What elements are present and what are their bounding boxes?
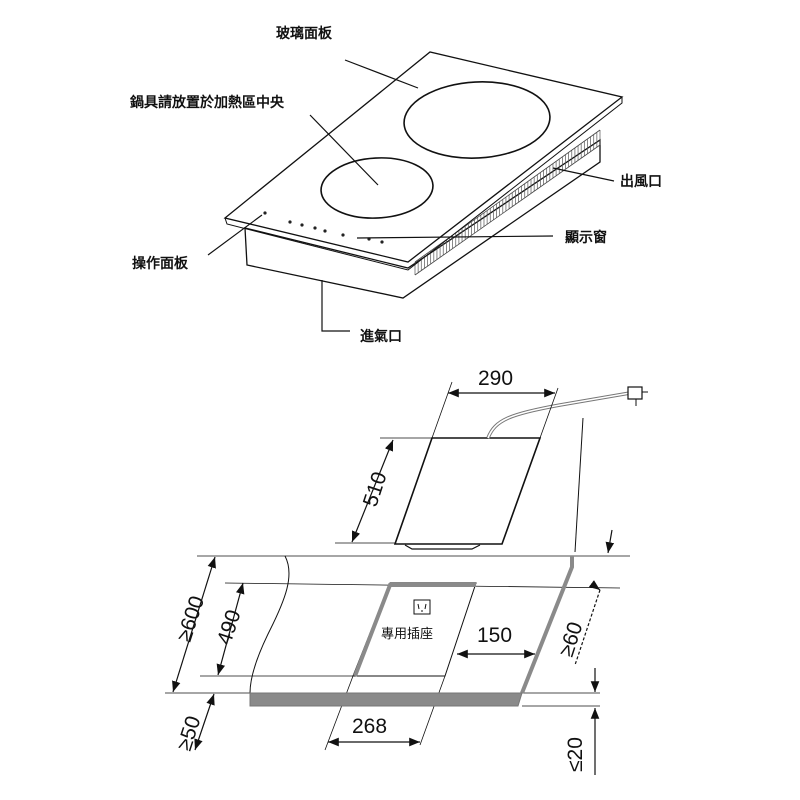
cooktop-illustration [223,51,624,299]
label-glass-panel: 玻璃面板 [276,25,333,42]
plug-icon [627,386,648,406]
counter-left-edge [249,555,290,694]
control-buttons [263,211,384,244]
dim-depth: 510 [359,469,392,509]
wall-line [574,417,584,553]
dim-width: 290 [478,367,513,390]
power-cord [486,391,631,439]
dim-cutout-width: 268 [352,715,387,738]
label-control-panel: 操作面板 [132,255,189,272]
dim-socket-gap: 150 [477,624,512,647]
installation-drawing [165,381,648,775]
counter-front-edge [249,692,523,707]
large-burner [403,81,551,159]
counter-right-edge [520,556,574,694]
vent-slats [414,130,601,275]
dim-counter-depth: ≥600 [173,593,209,644]
leader-lines [207,59,615,332]
dim-rear-margin: ≥60 [555,619,588,659]
small-burner [320,157,434,219]
socket-label: 專用插座 [381,627,433,642]
cooktop-body [244,138,601,299]
label-air-outlet: 出風口 [620,173,662,190]
dim-cutout-depth: 490 [213,607,246,647]
dim-counter-thickness: ≤20 [564,737,587,772]
label-air-inlet: 進氣口 [360,328,402,345]
dim-front-margin: ≥50 [173,713,206,753]
socket-icon [413,599,431,615]
unit-feet [404,544,481,550]
label-pot-center: 鍋具請放置於加熱區中央 [130,94,285,111]
label-display-window: 顯示窗 [565,229,607,246]
dimension-arrows [172,388,615,775]
cooktop-unit [393,437,542,545]
